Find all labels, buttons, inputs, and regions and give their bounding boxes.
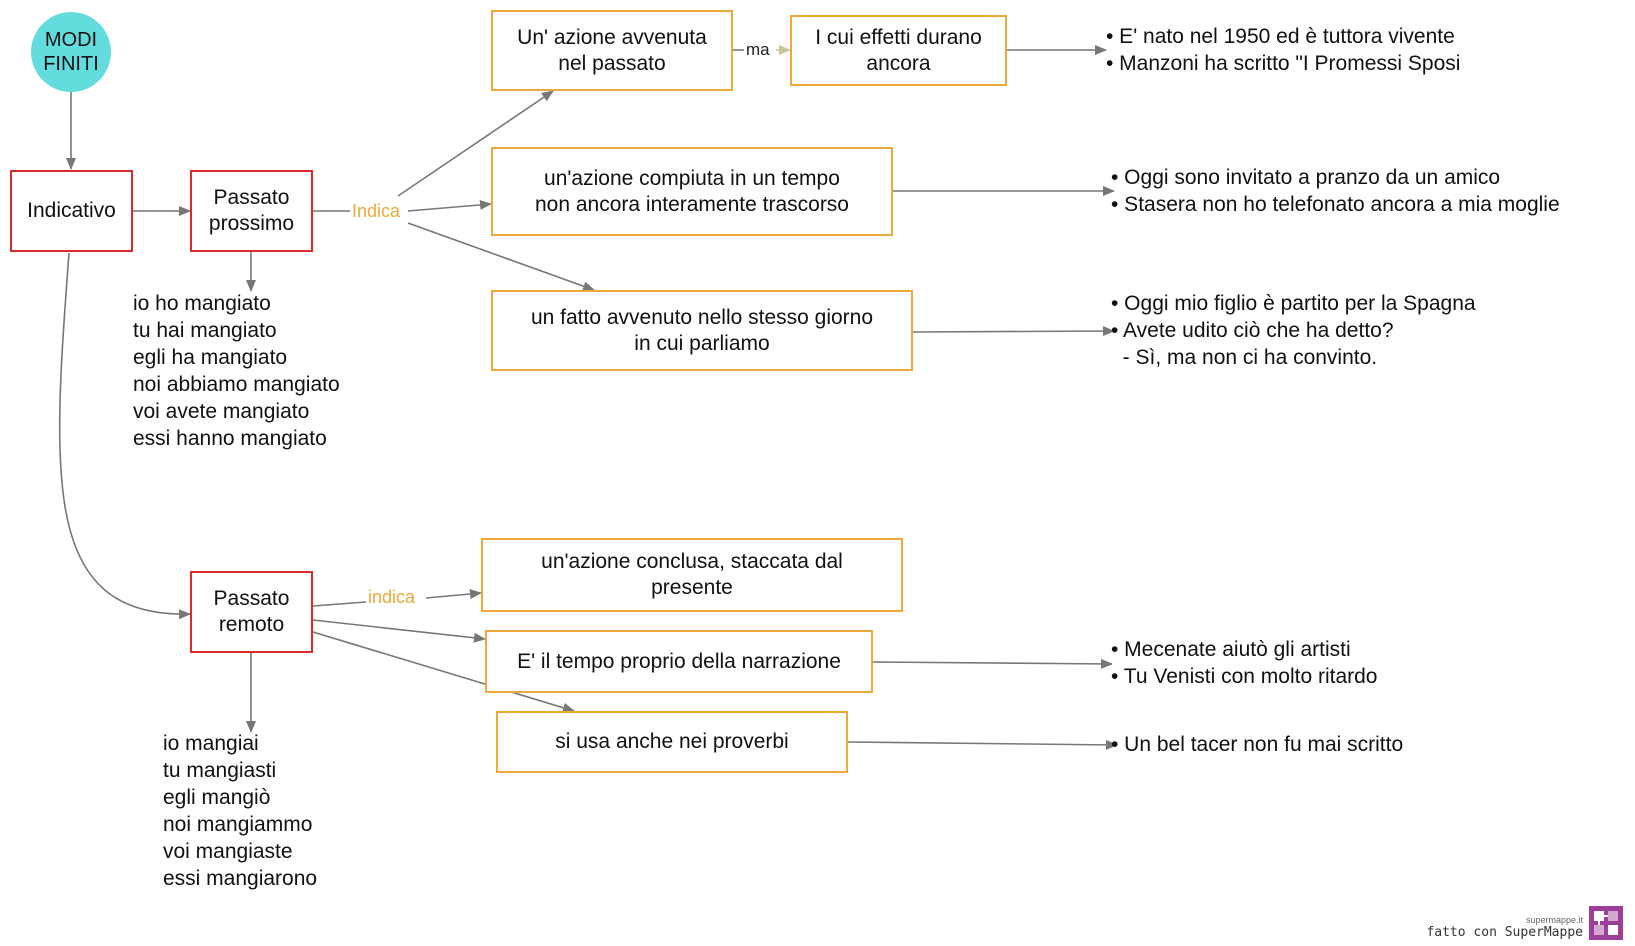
edge-narrazione-examples (872, 658, 1113, 669)
edge-indicativo-remoto (58, 252, 191, 620)
passato-remoto-node[interactable]: Passato remoto (190, 571, 313, 653)
examples-effetti: • E' nato nel 1950 ed è tuttora vivente … (1106, 25, 1461, 75)
effetti-node[interactable]: I cui effetti durano ancora (790, 15, 1007, 86)
edge-label-indica-prossimo: Indica (350, 201, 403, 221)
azione-compiuta-node[interactable]: un'azione compiuta in un tempo non ancor… (491, 147, 893, 236)
supermappe-logo-icon (1589, 906, 1623, 940)
passato-prossimo-node[interactable]: Passato prossimo (190, 170, 313, 252)
edge-proverbi-examples (847, 739, 1118, 750)
edge-indica-azione (397, 90, 554, 197)
edge-indica-conclusa (425, 589, 482, 599)
edge-giorno-examples (912, 326, 1115, 337)
proverbi-node[interactable]: si usa anche nei proverbi (496, 711, 848, 773)
conjugation-passato-prossimo: io ho mangiato tu hai mangiato egli ha m… (133, 292, 340, 450)
credit-made-with: fatto con SuperMappe (1426, 925, 1583, 940)
supermappe-credit: supermappe.it fatto con SuperMappe (1426, 906, 1623, 940)
conjugation-passato-remoto: io mangiai tu mangiasti egli mangiò noi … (163, 732, 318, 890)
edge-remoto-proverbi (312, 631, 575, 713)
fatto-giorno-node[interactable]: un fatto avvenuto nello stesso giorno in… (491, 290, 913, 371)
examples-giorno: • Oggi mio figlio è partito per la Spagn… (1111, 292, 1476, 369)
examples-compiuta: • Oggi sono invitato a pranzo da un amic… (1111, 166, 1560, 216)
modi-finiti-node[interactable]: MODI FINITI (31, 12, 111, 92)
indicativo-node[interactable]: Indicativo (10, 170, 133, 252)
edge-remoto-indica (312, 601, 367, 607)
edge-indica-giorno (407, 222, 595, 291)
narrazione-node[interactable]: E' il tempo proprio della narrazione (485, 630, 873, 693)
credit-site: supermappe.it (1525, 915, 1583, 925)
examples-proverbi: • Un bel tacer non fu mai scritto (1111, 733, 1404, 756)
edge-label-ma: ma (744, 40, 772, 60)
edge-remoto-narrazione (312, 619, 486, 643)
edge-label-indica-remoto: indica (366, 587, 418, 607)
azione-passato-node[interactable]: Un' azione avvenuta nel passato (491, 10, 733, 91)
examples-narrazione: • Mecenate aiutò gli artisti • Tu Venist… (1111, 638, 1378, 688)
credit-text: supermappe.it fatto con SuperMappe (1426, 915, 1583, 940)
azione-conclusa-node[interactable]: un'azione conclusa, staccata dal present… (481, 538, 903, 612)
edge-indica-compiuta (407, 199, 492, 212)
